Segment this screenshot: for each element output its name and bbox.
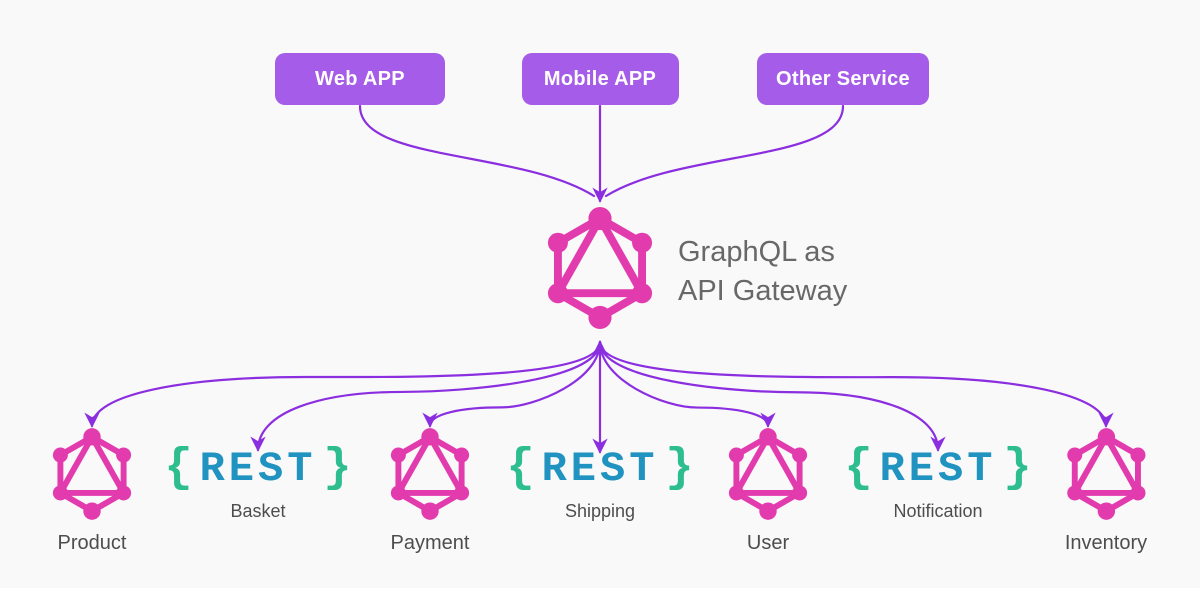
service-rest: { REST } Basket [164, 442, 352, 522]
graphql-logo-icon [391, 428, 470, 520]
service-graphql: Payment [391, 428, 470, 555]
service-rest: { REST } Notification [844, 442, 1032, 522]
close-brace-glyph: } [1003, 442, 1032, 495]
service-rest: { REST } Shipping [506, 442, 694, 522]
client-box: Web APP [275, 53, 445, 105]
service-graphql: Inventory [1065, 428, 1147, 555]
service-label: Basket [230, 501, 286, 521]
open-brace-glyph: { [844, 442, 873, 495]
close-brace-glyph: } [665, 442, 694, 495]
client-box: Other Service [757, 53, 929, 105]
service-label: Payment [390, 532, 470, 554]
service-label: Product [57, 532, 127, 554]
rest-text: REST [879, 445, 997, 493]
service-label: User [746, 532, 790, 554]
rest-logo-icon: { REST } [506, 442, 694, 495]
client-box: Mobile APP [521, 53, 679, 105]
gateway-title-line2: API Gateway [678, 275, 848, 307]
rest-logo-icon: { REST } [164, 442, 352, 495]
client-label: Web APP [315, 67, 405, 90]
gateway-title-line1: GraphQL as [678, 236, 835, 268]
rest-logo-icon: { REST } [844, 442, 1032, 495]
rest-text: REST [541, 445, 659, 493]
rest-text: REST [199, 445, 317, 493]
service-graphql: User [729, 428, 808, 555]
service-label: Shipping [564, 501, 636, 521]
bottom-margin [0, 588, 1200, 601]
open-brace-glyph: { [164, 442, 193, 495]
open-brace-glyph: { [506, 442, 535, 495]
graphql-logo-icon [1066, 428, 1145, 520]
client-label: Mobile APP [543, 67, 657, 90]
graphql-logo-icon [53, 428, 132, 520]
client-label: Other Service [776, 67, 910, 90]
graphql-logo-icon [729, 428, 808, 520]
service-label: Inventory [1064, 532, 1148, 554]
gateway-title: GraphQL as API Gateway [678, 233, 847, 311]
service-graphql: Product [53, 428, 132, 555]
close-brace-glyph: } [323, 442, 352, 495]
service-label: Notification [893, 501, 983, 521]
graphql-gateway-logo-icon [547, 207, 653, 329]
